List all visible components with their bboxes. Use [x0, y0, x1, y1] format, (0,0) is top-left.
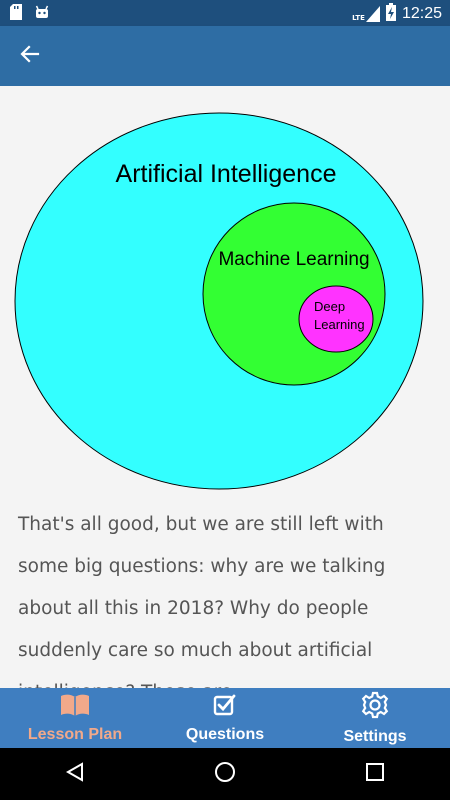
status-time: 12:25 — [401, 5, 442, 22]
nav-settings[interactable]: Settings — [300, 688, 450, 748]
dl-label-line1: Deep — [314, 299, 345, 314]
nav-questions-label: Questions — [185, 725, 265, 743]
nav-lesson-plan-label: Lesson Plan — [27, 725, 123, 743]
ml-label: Machine Learning — [218, 249, 369, 270]
book-icon — [60, 693, 90, 722]
system-home-button[interactable] — [205, 754, 245, 794]
battery-charging-icon — [385, 3, 396, 25]
bottom-navigation: Lesson Plan Questions Settings — [0, 688, 450, 748]
system-navigation-bar — [0, 748, 450, 800]
lesson-paragraph: That's all good, but we are still left w… — [18, 514, 386, 688]
nav-questions[interactable]: Questions — [150, 688, 300, 748]
sd-card-icon — [10, 4, 22, 24]
ai-label: Artificial Intelligence — [116, 160, 337, 188]
back-button[interactable] — [14, 40, 46, 72]
system-recents-button[interactable] — [355, 754, 395, 794]
ai-venn-diagram: Artificial Intelligence Machine Learning… — [14, 112, 424, 490]
home-circle-icon — [214, 761, 236, 787]
recents-square-icon — [366, 763, 384, 785]
nav-settings-label: Settings — [343, 727, 407, 745]
lte-signal-icon: LTE — [352, 6, 380, 22]
arrow-back-icon — [20, 44, 40, 68]
gear-icon — [361, 691, 389, 724]
lesson-content[interactable]: Artificial Intelligence Machine Learning… — [0, 86, 450, 688]
app-bar — [0, 26, 450, 86]
status-bar: LTE 12:25 — [0, 0, 450, 26]
android-icon — [34, 4, 50, 24]
dl-circle — [298, 285, 374, 353]
system-back-button[interactable] — [55, 754, 95, 794]
checkbox-edit-icon — [213, 693, 237, 722]
back-triangle-icon — [65, 762, 85, 786]
dl-label-line2: Learning — [314, 317, 365, 332]
nav-lesson-plan[interactable]: Lesson Plan — [0, 688, 150, 748]
